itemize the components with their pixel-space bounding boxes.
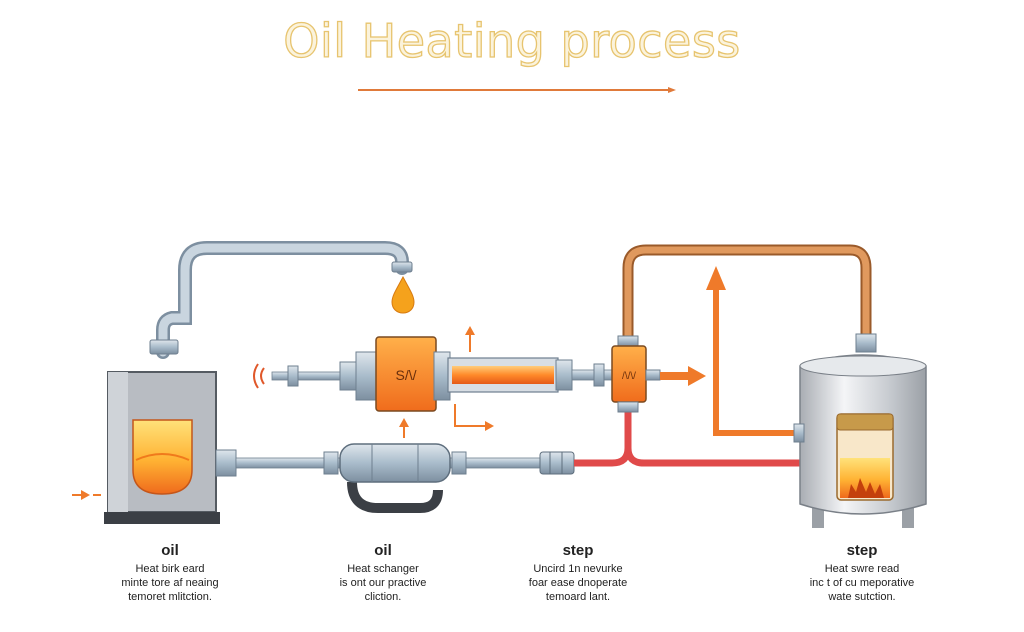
- caption-line: Heat birk eard: [135, 563, 205, 575]
- caption-heading: step: [846, 542, 878, 559]
- caption-step-tank: step Heat swre read inc t of cu meporati…: [772, 542, 952, 604]
- caption-line: Heat swre read: [824, 563, 900, 575]
- caption-heading: oil: [161, 542, 179, 559]
- caption-line: wate sutction.: [828, 591, 896, 603]
- heat-exchanger: S/\/: [271, 336, 617, 412]
- caption-line: temoret mlitction.: [128, 591, 212, 603]
- caption-heading: step: [562, 542, 594, 559]
- oil-boiler: [104, 371, 237, 524]
- valve-label: /\/\/: [622, 371, 636, 382]
- storage-tank: [793, 354, 927, 528]
- oil-drop-icon: [391, 275, 415, 314]
- caption-oil-boiler: oil Heat birk eard minte tore af neaing …: [70, 542, 270, 604]
- caption-line: Uncird 1n nevurke: [533, 563, 623, 575]
- caption-heading: oil: [374, 542, 392, 559]
- steel-supply-pipe: [149, 241, 413, 359]
- caption-line: inc t of cu meporative: [809, 577, 915, 589]
- flow-arrow-up: [706, 266, 800, 436]
- flame-icon: [132, 419, 193, 495]
- hot-supply-pipe: [574, 410, 806, 467]
- caption-line: cliction.: [364, 591, 402, 603]
- pipe-coupling: [539, 451, 575, 475]
- arrow-right-icon: [454, 404, 494, 431]
- valve-unit: /\/\/: [611, 335, 661, 413]
- caption-line: temoard lant.: [545, 591, 611, 603]
- page-title: Oil Heating process: [283, 13, 741, 68]
- pump-unit: [339, 443, 451, 513]
- signal-waves-icon: [253, 363, 265, 389]
- caption-line: is ont our practive: [339, 577, 427, 589]
- title-underline: [358, 87, 676, 93]
- exchanger-label: S/\/: [395, 367, 416, 383]
- caption-line: minte tore af neaing: [121, 577, 219, 589]
- caption-step-return: step Uncird 1n nevurke foar ease dnopera…: [488, 542, 668, 604]
- flame-icon: [848, 478, 884, 498]
- caption-line: Heat schanger: [347, 563, 419, 575]
- copper-loop-pipe: [622, 244, 877, 353]
- caption-heat-exchanger: oil Heat schanger is ont our practive cl…: [298, 542, 468, 604]
- caption-line: foar ease dnoperate: [528, 577, 628, 589]
- flow-arrow-right: [660, 366, 706, 386]
